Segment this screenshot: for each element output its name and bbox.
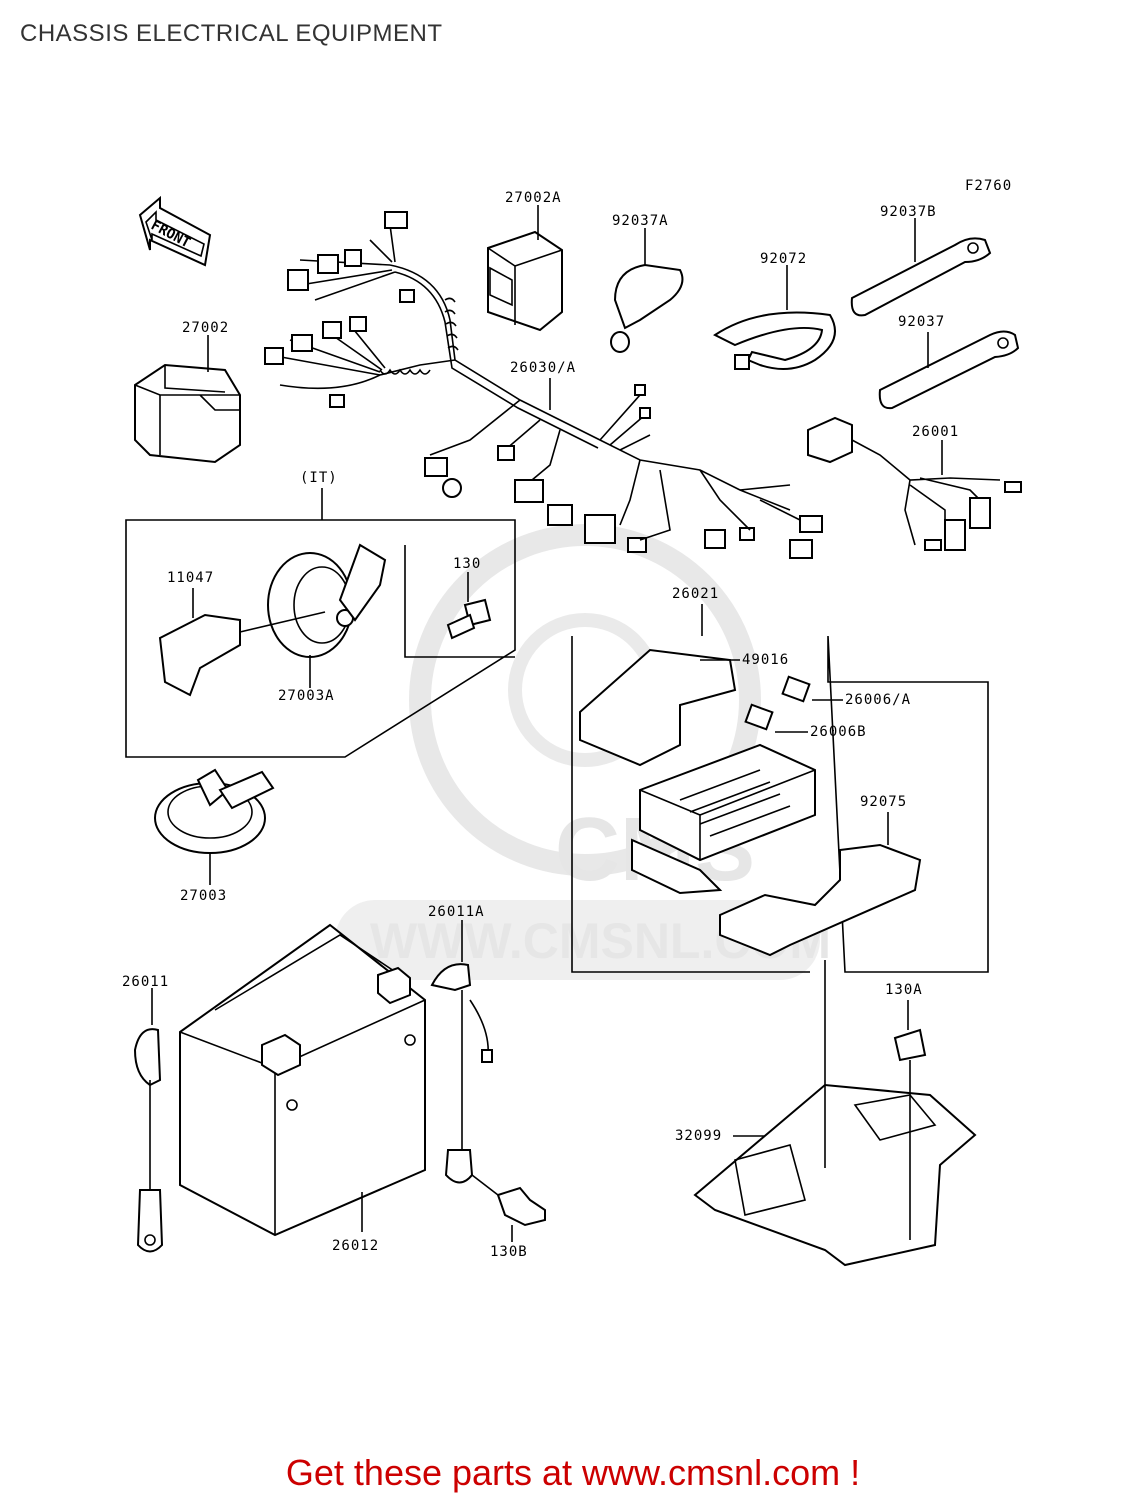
label-130: 130 [453, 556, 481, 572]
it-variant-inset: (IT) 27003A 11047 130 [125, 470, 516, 758]
label-130A: 130A [885, 982, 923, 998]
label-26012: 26012 [332, 1238, 379, 1254]
part-32099-tray: 32099 [675, 960, 977, 1267]
label-26011A: 26011A [428, 904, 485, 920]
label-27002A: 27002A [505, 190, 562, 206]
label-27003: 27003 [180, 888, 227, 904]
part-26001: 26001 [807, 416, 1022, 551]
label-92072: 92072 [760, 251, 807, 267]
variant-label: (IT) [300, 470, 338, 486]
label-92037A: 92037A [612, 213, 669, 229]
label-92075: 92075 [860, 794, 907, 810]
part-130B: 130B [471, 1174, 546, 1260]
label-26001: 26001 [912, 424, 959, 440]
part-27002: 27002 [134, 320, 241, 464]
part-92037: 92037 [878, 314, 1020, 410]
part-130A: 130A [885, 982, 927, 1240]
part-26012-battery: 26012 [179, 923, 426, 1254]
page-title: CHASSIS ELECTRICAL EQUIPMENT [20, 20, 443, 47]
part-26021-fuse-box: 26021 49016 26006/A 26006B 92075 [571, 586, 989, 973]
part-27003: 27003 [154, 768, 275, 904]
label-32099: 32099 [675, 1128, 722, 1144]
label-27002: 27002 [182, 320, 229, 336]
label-130B: 130B [490, 1244, 528, 1260]
label-49016: 49016 [742, 652, 789, 668]
part-26030A-harness: 26030/A [264, 211, 823, 559]
front-arrow-icon: FRONT [138, 195, 212, 267]
part-26011: 26011 [122, 974, 169, 1253]
footer-link[interactable]: Get these parts at www.cmsnl.com ! [285, 1452, 861, 1493]
label-26021: 26021 [672, 586, 719, 602]
part-92037A: 92037A [610, 213, 684, 353]
part-92037B: 92037B [850, 204, 992, 317]
label-11047: 11047 [167, 570, 214, 586]
label-27003A: 27003A [278, 688, 335, 704]
part-27002A: 27002A [487, 190, 563, 332]
label-26006A: 26006/A [845, 692, 911, 708]
part-26011A: 26011A [428, 904, 493, 1184]
label-92037: 92037 [898, 314, 945, 330]
label-26030A: 26030/A [510, 360, 576, 376]
part-92072: 92072 [713, 251, 836, 370]
label-92037B: 92037B [880, 204, 937, 220]
label-26011: 26011 [122, 974, 169, 990]
figure-code: F2760 [965, 178, 1012, 194]
label-26006B: 26006B [810, 724, 867, 740]
